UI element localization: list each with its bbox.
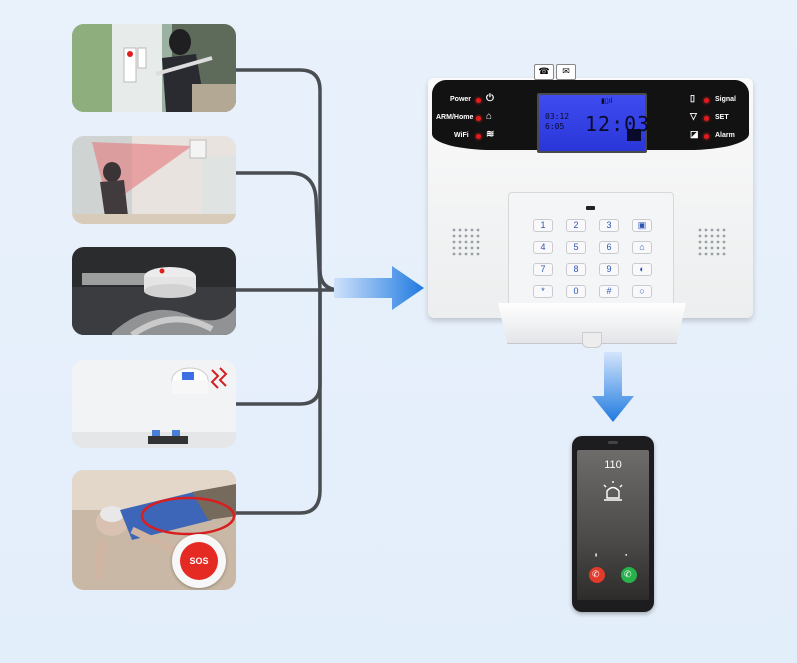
key-disarm[interactable]: ◐ [632,263,652,276]
speaker-grille-left [452,228,480,256]
key-8[interactable]: 8 [566,263,586,276]
motion-sensor-icon [72,136,236,224]
sos-button-icon: SOS [172,534,226,588]
signal-icon: ▯ [690,93,695,103]
arrow-right-icon [334,266,424,310]
home-icon: ⌂ [486,111,493,122]
speaker-grille-right [698,228,726,256]
sos-label: SOS [180,542,218,580]
power-icon: ⏻ [486,93,494,104]
key-hash[interactable]: # [599,285,619,298]
gas-detector-icon [72,360,236,448]
caller-number: 110 [604,459,622,471]
message-icon: ● [625,552,628,557]
accept-icon: ✆ [624,569,632,579]
phone-icon[interactable]: ☎ [534,64,554,80]
lcd-date: 03:12 6:05 [545,112,569,132]
key-7[interactable]: 7 [533,263,553,276]
smoke-detector-thumbnail [72,247,236,335]
alarm-light-icon [603,481,623,501]
door-sensor-icon [72,24,236,112]
lcd-date-bottom: 6:05 [545,122,565,131]
key-home[interactable]: ⌂ [632,241,652,254]
alarm-label: Alarm [715,132,735,139]
key-5[interactable]: 5 [566,241,586,254]
gas-detector-thumbnail [72,360,236,448]
phone-screen: 110 ▮ ● ✆ ✆ [577,450,649,600]
cover-hinge [582,332,602,348]
remind-icon: ▮ [595,552,598,557]
battery-signal-icon: ▮▯ıl [601,98,613,105]
key-9[interactable]: 9 [599,263,619,276]
signal-label: Signal [715,96,737,103]
accept-call-button[interactable]: ✆ [621,567,637,583]
key-sos[interactable]: ○ [632,285,652,298]
arm-home-led [476,116,481,121]
signal-led [704,98,709,103]
lcd-date-top: 03:12 [545,112,570,121]
keypad: 1 2 3 ▣ 4 5 6 ⌂ 7 8 9 ◐ * 0 # ○ [508,192,674,312]
key-4[interactable]: 4 [533,241,553,254]
smoke-detector-icon [72,247,236,335]
power-led [476,98,481,103]
wifi-label: WiFi [454,132,469,139]
decline-icon: ✆ [592,569,600,579]
lcd-screen: ▮▯ıl 03:12 6:05 12:03 [537,93,649,153]
key-3[interactable]: 3 [599,219,619,232]
power-label: Power [450,96,472,103]
smartphone: 110 ▮ ● ✆ ✆ [572,436,654,612]
alarm-panel: ☎ ✉ Power ⏻ ARM/Home ⌂ WiFi ≋ ▮▯ıl 03:12… [428,64,753,318]
alarm-icon: ◪ [690,129,699,139]
wifi-icon: ≋ [486,129,495,140]
set-icon: ▽ [690,111,697,121]
decline-call-button[interactable]: ✆ [589,567,605,583]
key-6[interactable]: 6 [599,241,619,254]
wifi-led [476,134,481,139]
arm-home-label: ARM/Home [436,114,474,121]
sos-thumbnail: SOS [72,470,236,590]
key-0[interactable]: 0 [566,285,586,298]
panel-display-area: Power ⏻ ARM/Home ⌂ WiFi ≋ ▮▯ıl 03:12 6:0… [432,80,749,153]
key-1[interactable]: 1 [533,219,553,232]
key-star[interactable]: * [533,285,553,298]
alarm-led [704,134,709,139]
lock-icon [627,129,641,141]
motion-sensor-thumbnail [72,136,236,224]
mail-icon[interactable]: ✉ [556,64,576,80]
set-label: SET [715,114,729,121]
arrow-down-icon [592,352,634,422]
key-2[interactable]: 2 [566,219,586,232]
set-led [704,116,709,121]
phone-speaker [608,441,618,444]
key-arm[interactable]: ▣ [632,219,652,232]
keypad-sensor [586,206,595,210]
door-sensor-thumbnail [72,24,236,112]
